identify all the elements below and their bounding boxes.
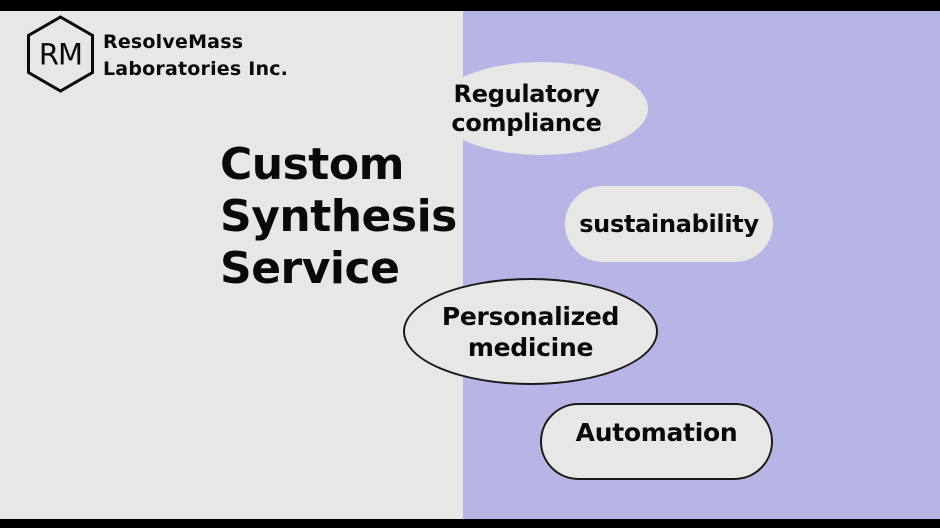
company-name: ResolveMass Laboratories Inc. <box>103 29 288 83</box>
topic-bubble-label: Automation <box>575 418 738 447</box>
slide-content: RM ResolveMass Laboratories Inc. Custom … <box>0 11 940 519</box>
topic-bubble-regulatory-compliance: Regulatory compliance <box>435 62 648 155</box>
logo-monogram: RM <box>39 38 82 72</box>
topic-bubble-label: Personalized medicine <box>441 301 620 362</box>
slide-title-line3: Service <box>220 243 400 294</box>
slide-title-line2: Synthesis <box>220 191 457 242</box>
company-name-line1: ResolveMass <box>103 31 244 53</box>
topic-bubble-sustainability: sustainability <box>565 186 773 262</box>
hexagon-logo-icon: RM <box>27 15 94 93</box>
topic-bubble-label: sustainability <box>579 210 759 238</box>
topic-bubble-label: Regulatory compliance <box>451 79 602 137</box>
slide-title: Custom Synthesis Service <box>220 139 457 295</box>
slide-title-line1: Custom <box>220 139 404 190</box>
company-name-line2: Laboratories Inc. <box>103 58 289 80</box>
topic-bubble-automation: Automation <box>540 403 773 480</box>
topic-bubble-personalized-medicine: Personalized medicine <box>403 278 658 385</box>
letterbox-bottom-bar <box>0 519 940 528</box>
letterbox-top-bar <box>0 0 940 11</box>
hexagon-outline <box>27 15 94 93</box>
